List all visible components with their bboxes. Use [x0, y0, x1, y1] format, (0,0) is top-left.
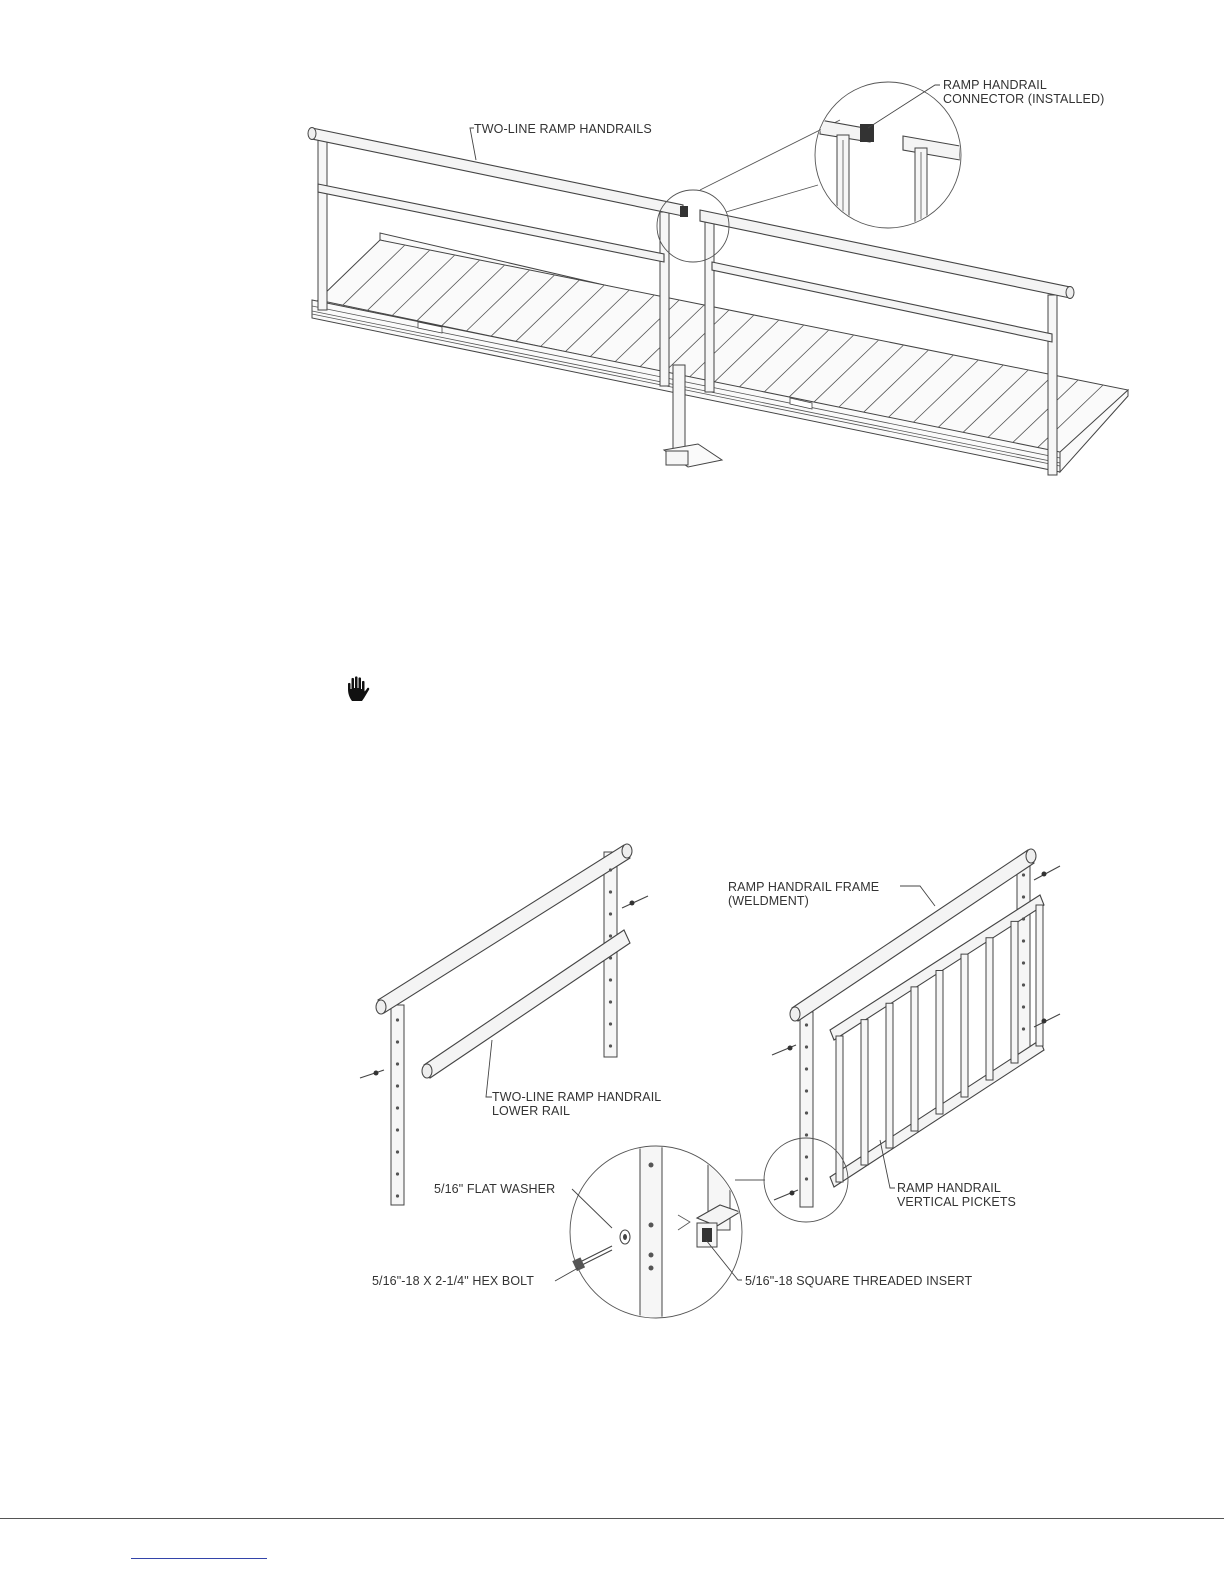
label-vertical-pickets-line2: VERTICAL PICKETS — [897, 1195, 1016, 1209]
ramp-top-illustration: TWO-LINE RAMP HANDRAILS RAMP HANDRAIL CO… — [308, 78, 1128, 475]
footer-divider — [0, 1518, 1224, 1519]
label-lower-rail-line1: TWO-LINE RAMP HANDRAIL — [492, 1090, 661, 1104]
label-square-threaded-insert: 5/16"-18 SQUARE THREADED INSERT — [745, 1274, 973, 1288]
label-ramp-handrail-connector-line2: CONNECTOR (INSTALLED) — [943, 92, 1104, 106]
label-flat-washer: 5/16" FLAT WASHER — [434, 1182, 555, 1196]
label-ramp-handrail-frame-line1: RAMP HANDRAIL FRAME — [728, 880, 879, 894]
label-ramp-handrail-frame-line2: (WELDMENT) — [728, 894, 809, 908]
label-hex-bolt: 5/16"-18 X 2-1/4" HEX BOLT — [372, 1274, 534, 1288]
stop-hand-icon — [346, 675, 372, 703]
label-vertical-pickets-line1: RAMP HANDRAIL — [897, 1181, 1001, 1195]
label-ramp-handrail-connector-line1: RAMP HANDRAIL — [943, 78, 1047, 92]
footer-link-underline[interactable] — [131, 1558, 267, 1559]
handrail-exploded-illustration: RAMP HANDRAIL FRAME (WELDMENT) TWO-LINE … — [360, 844, 1060, 1340]
label-lower-rail-line2: LOWER RAIL — [492, 1104, 570, 1118]
label-two-line-ramp-handrails: TWO-LINE RAMP HANDRAILS — [474, 122, 652, 136]
